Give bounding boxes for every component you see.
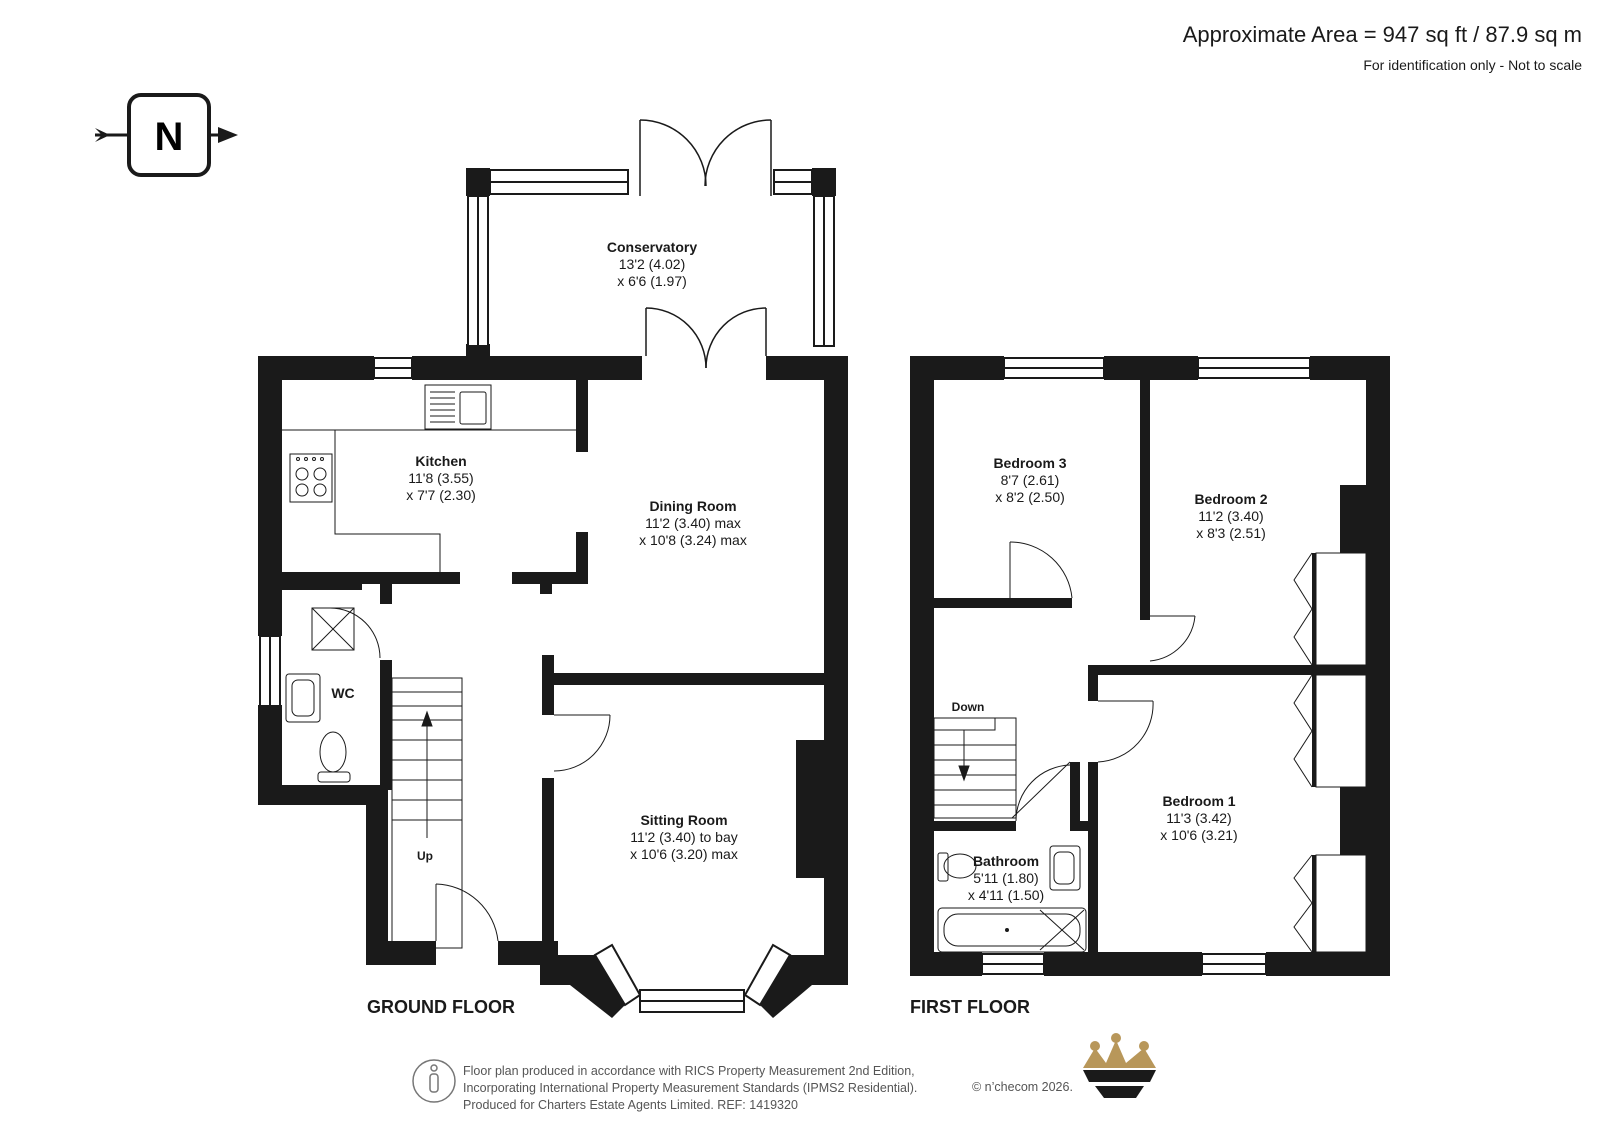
- bedroom2-dim2: x 8'3 (2.51): [1196, 525, 1266, 541]
- bedroom1-label: Bedroom 1: [1162, 793, 1235, 809]
- bathroom-dim2: x 4'11 (1.50): [968, 887, 1044, 903]
- sink-icon: [424, 384, 492, 430]
- conservatory-dim2: x 6'6 (1.97): [617, 273, 687, 289]
- wc-basin-icon: [285, 673, 321, 723]
- bathroom-basin-icon: [1049, 845, 1081, 891]
- footer-line1: Floor plan produced in accordance with R…: [463, 1064, 915, 1078]
- sitting-room-dim2: x 10'6 (3.20) max: [630, 846, 738, 862]
- bathroom-dim1: 5'11 (1.80): [973, 870, 1038, 886]
- footer-line2: Incorporating International Property Mea…: [463, 1081, 918, 1095]
- bedroom2-label: Bedroom 2: [1194, 491, 1267, 507]
- staircase-up-icon: [391, 677, 463, 949]
- kitchen-label: Kitchen: [415, 453, 466, 469]
- approximate-area: Approximate Area = 947 sq ft / 87.9 sq m: [1182, 22, 1582, 47]
- compass-letter: N: [155, 115, 184, 159]
- bedroom2-dim1: 11'2 (3.40): [1198, 508, 1263, 524]
- conservatory-dim1: 13'2 (4.02): [619, 256, 686, 272]
- kitchen-dim2: x 7'7 (2.30): [406, 487, 476, 503]
- conservatory-doors: [639, 119, 772, 369]
- bathroom-label: Bathroom: [973, 853, 1039, 869]
- ground-floor-label: GROUND FLOOR: [367, 997, 515, 1017]
- dining-room-label: Dining Room: [649, 498, 736, 514]
- bedroom3-dim1: 8'7 (2.61): [1001, 472, 1060, 488]
- bedroom3-dim2: x 8'2 (2.50): [995, 489, 1065, 505]
- person-icon: [412, 1059, 456, 1103]
- dining-room-dim2: x 10'8 (3.24) max: [639, 532, 747, 548]
- bedroom3-label: Bedroom 3: [993, 455, 1066, 471]
- ground-floor-fixtures: [282, 384, 611, 949]
- toilet-icon: [317, 731, 351, 783]
- footer-notes: Floor plan produced in accordance with R…: [463, 1063, 917, 1114]
- sitting-room-label: Sitting Room: [640, 812, 727, 828]
- first-floor-fixtures: [933, 541, 1367, 953]
- bath-icon: [937, 907, 1087, 953]
- crown-logo-icon: [1083, 1033, 1156, 1098]
- stairs-up-label: Up: [417, 849, 433, 863]
- wc-label: WC: [331, 685, 354, 701]
- bedroom1-dim2: x 10'6 (3.21): [1160, 827, 1237, 843]
- hob-icon: [289, 453, 333, 503]
- shower-tray-icon: [311, 607, 355, 651]
- scale-note: For identification only - Not to scale: [1363, 57, 1582, 73]
- conservatory-label: Conservatory: [607, 239, 697, 255]
- dining-room-dim1: 11'2 (3.40) max: [645, 515, 741, 531]
- stairs-down-label: Down: [952, 700, 985, 714]
- sitting-room-dim1: 11'2 (3.40) to bay: [630, 829, 737, 845]
- first-floor-walls: [910, 356, 1390, 976]
- ground-floor-walls: [258, 168, 848, 1018]
- ground-floor-windows: [259, 169, 835, 1013]
- bathroom-toilet-icon: [937, 852, 977, 882]
- staircase-down-icon: [933, 717, 1017, 819]
- footer-line3: Produced for Charters Estate Agents Limi…: [463, 1098, 798, 1112]
- compass-icon: N: [95, 93, 238, 177]
- copyright: © n’checom 2026.: [972, 1080, 1073, 1094]
- kitchen-dim1: 11'8 (3.55): [408, 470, 473, 486]
- bedroom1-dim1: 11'3 (3.42): [1166, 810, 1231, 826]
- first-floor-windows: [981, 357, 1311, 975]
- first-floor-label: FIRST FLOOR: [910, 997, 1030, 1017]
